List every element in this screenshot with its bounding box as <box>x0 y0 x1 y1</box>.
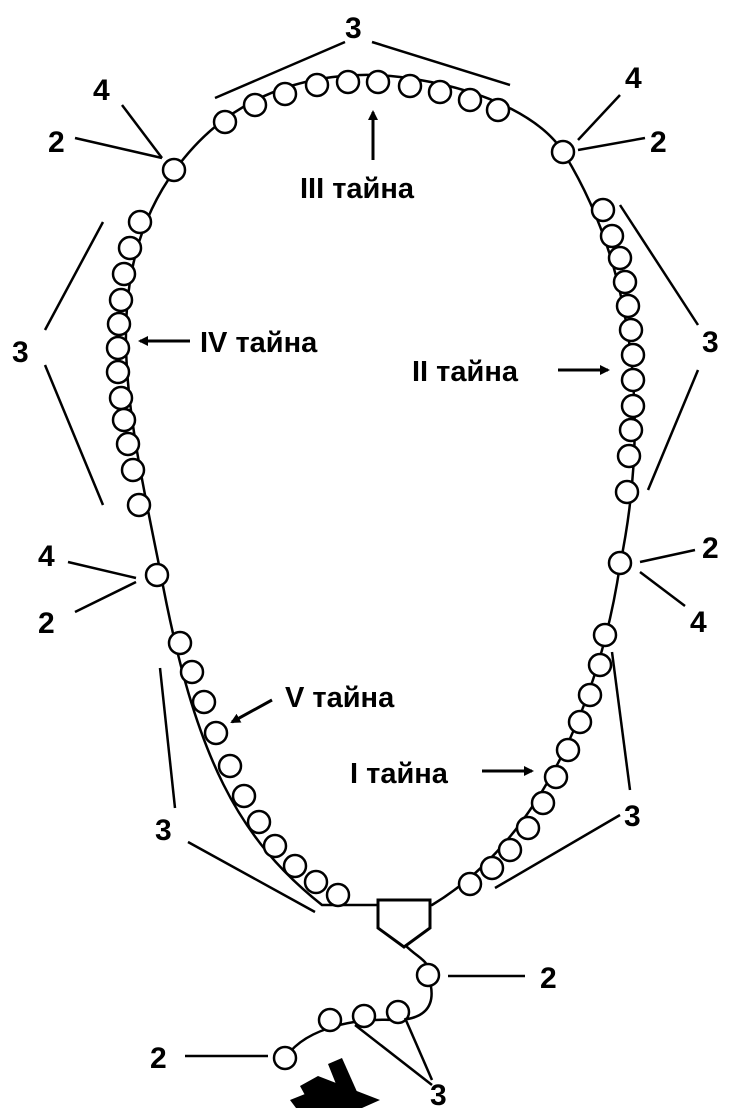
count-right-mid-single: 2 <box>702 532 719 565</box>
bead-separator <box>163 159 185 181</box>
bead-decade-2 <box>616 481 638 503</box>
bead-decade-5 <box>327 884 349 906</box>
bead-decade-5 <box>193 691 215 713</box>
bead-decade-5 <box>248 811 270 833</box>
bead-decade-2 <box>622 395 644 417</box>
bead-decade-2 <box>618 445 640 467</box>
medallion-icon <box>378 900 430 947</box>
count-right-mid-single: 4 <box>690 606 707 639</box>
bead-separator <box>552 141 574 163</box>
bead-decade-3 <box>214 111 236 133</box>
mystery-label-first: I тайна <box>350 758 449 790</box>
bead-decade-3 <box>429 81 451 103</box>
count-tail-group: 3 <box>430 1079 447 1108</box>
bead-tail-end <box>274 1047 296 1069</box>
count-upper-left-single: 2 <box>48 126 65 159</box>
bead-decade-3 <box>367 71 389 93</box>
pendant-cord <box>283 945 432 1062</box>
bead-decade-1 <box>459 873 481 895</box>
count-left-lower-group: 3 <box>155 814 172 847</box>
count-right-lower-group: 3 <box>624 800 641 833</box>
bead-tail <box>353 1005 375 1027</box>
bead-decade-4 <box>129 211 151 233</box>
bead-decade-1 <box>557 739 579 761</box>
bead-decade-2 <box>620 319 642 341</box>
bead-decade-1 <box>545 766 567 788</box>
mystery-label-fourth: IV тайна <box>200 327 318 359</box>
count-right-upper-group: 3 <box>702 326 719 359</box>
bead-decade-1 <box>594 624 616 646</box>
bead-decade-5 <box>219 755 241 777</box>
bead-decade-4 <box>107 337 129 359</box>
bead-decade-2 <box>614 271 636 293</box>
mystery-label-second: II тайна <box>412 356 519 388</box>
count-left-mid-single: 2 <box>38 607 55 640</box>
bead-pendant <box>417 964 439 986</box>
arrow-icon-group <box>140 112 608 771</box>
bead-decade-3 <box>459 89 481 111</box>
bead-decade-1 <box>589 654 611 676</box>
count-upper-right-single: 2 <box>650 126 667 159</box>
bead-group <box>107 71 644 1069</box>
bead-decade-2 <box>617 295 639 317</box>
bead-decade-4 <box>108 313 130 335</box>
bead-separator <box>146 564 168 586</box>
bead-decade-4 <box>110 289 132 311</box>
bead-decade-4 <box>110 387 132 409</box>
bead-decade-3 <box>274 83 296 105</box>
bead-separator <box>609 552 631 574</box>
bead-decade-2 <box>622 344 644 366</box>
bead-decade-4 <box>113 409 135 431</box>
bead-decade-2 <box>592 199 614 221</box>
bead-decade-1 <box>517 817 539 839</box>
count-upper-right-single: 4 <box>625 62 642 95</box>
bead-decade-1 <box>532 792 554 814</box>
bead-decade-4 <box>128 494 150 516</box>
bead-decade-1 <box>569 711 591 733</box>
count-pendant-bead: 2 <box>540 962 557 995</box>
bead-decade-2 <box>620 419 642 441</box>
bead-decade-1 <box>481 857 503 879</box>
bead-decade-3 <box>306 74 328 96</box>
bead-decade-4 <box>122 459 144 481</box>
bead-decade-3 <box>487 99 509 121</box>
count-left-mid-single: 4 <box>38 540 55 573</box>
bead-decade-4 <box>117 433 139 455</box>
bead-decade-5 <box>264 835 286 857</box>
bead-tail <box>319 1009 341 1031</box>
mystery-label-third: III тайна <box>300 173 415 205</box>
bead-decade-5 <box>284 855 306 877</box>
bead-decade-1 <box>499 839 521 861</box>
bead-decade-2 <box>622 369 644 391</box>
bead-decade-5 <box>181 661 203 683</box>
bead-decade-3 <box>337 71 359 93</box>
count-left-upper-group: 3 <box>12 336 29 369</box>
bead-decade-5 <box>233 785 255 807</box>
bead-decade-1 <box>579 684 601 706</box>
count-upper-left-single: 4 <box>93 74 110 107</box>
bead-decade-4 <box>119 237 141 259</box>
bead-decade-5 <box>169 632 191 654</box>
count-tail-end-bead: 2 <box>150 1042 167 1075</box>
count-top-group: 3 <box>345 12 362 45</box>
bead-decade-5 <box>205 722 227 744</box>
mystery-label-fifth: V тайна <box>285 682 395 714</box>
bead-decade-4 <box>107 361 129 383</box>
bead-decade-5 <box>305 871 327 893</box>
bead-decade-3 <box>244 94 266 116</box>
bead-decade-2 <box>609 247 631 269</box>
cross-icon <box>290 1058 380 1108</box>
bead-decade-2 <box>601 225 623 247</box>
bead-decade-4 <box>113 263 135 285</box>
bead-decade-3 <box>399 75 421 97</box>
arrow-icon <box>232 700 272 722</box>
